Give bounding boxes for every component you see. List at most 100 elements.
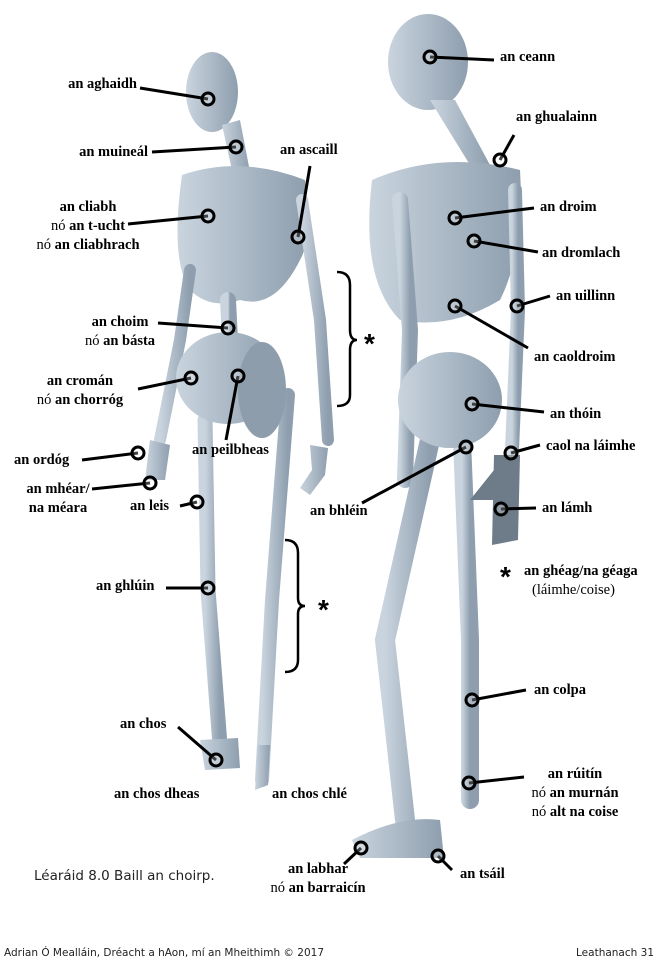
label-term: an tsáil: [460, 866, 505, 882]
label-term: an murnán: [549, 785, 619, 801]
label-line: an lámh: [542, 499, 592, 518]
label-term: an mhéar/: [26, 481, 90, 497]
label-term: an choim: [91, 314, 149, 330]
label-term: na méara: [28, 500, 88, 516]
marker-circle-icon: [228, 139, 244, 155]
label-tsail: an tsáil: [460, 865, 505, 884]
label-prefix: nó: [270, 880, 289, 896]
leader-line: [139, 86, 209, 101]
marker-circle-icon: [461, 775, 477, 791]
marker-circle-icon: [353, 840, 369, 856]
label-caol-laimhe: caol na láimhe: [546, 437, 635, 456]
leader-line: [361, 445, 467, 505]
marker-circle-icon: [447, 298, 463, 314]
label-prefix: nó: [50, 218, 70, 234]
marker-circle-icon: [430, 848, 446, 864]
label-term: an thóin: [550, 406, 602, 422]
label-term: an droim: [540, 199, 597, 215]
label-term: an uillinn: [556, 288, 616, 304]
marker-circle-icon: [509, 298, 525, 314]
marker-circle-icon: [447, 210, 463, 226]
leader-line: [454, 206, 535, 220]
marker-circle-icon: [492, 152, 508, 168]
marker-circle-icon: [458, 439, 474, 455]
marker-circle-icon: [290, 229, 306, 245]
leader-line: [151, 145, 237, 154]
label-term: an t-ucht: [69, 218, 126, 234]
label-term: an chos: [120, 716, 167, 732]
label-line: an cromán: [37, 372, 123, 391]
footer-page-number: Leathanach 31: [576, 947, 654, 959]
footer-author: Adrian Ó Mealláin, Dréacht a hAon, mí an…: [4, 947, 324, 959]
label-uillinn: an uillinn: [556, 287, 615, 306]
label-term: an leis: [130, 498, 170, 514]
label-prefix: nó: [36, 237, 55, 253]
label-ascaill: an ascaill: [280, 141, 338, 160]
marker-circle-icon: [208, 752, 224, 768]
label-line: an muineál: [79, 143, 148, 162]
marker-circle-icon: [220, 320, 236, 336]
leader-line: [342, 846, 363, 866]
label-line: an caoldroim: [534, 348, 616, 367]
leader-line: [454, 304, 529, 350]
label-droim: an droim: [540, 198, 597, 217]
asterisk-leg: *: [318, 594, 329, 625]
marker-circle-icon: [200, 91, 216, 107]
asterisk-arm: *: [364, 328, 375, 359]
label-prefix: nó: [531, 804, 550, 820]
label-term: an chos chlé: [272, 786, 347, 802]
label-line: an ordóg: [14, 451, 69, 470]
label-term: an ghlúin: [96, 578, 155, 594]
label-line: an tsáil: [460, 865, 505, 884]
label-term: an cliabh: [59, 199, 117, 215]
label-ceann: an ceann: [500, 48, 555, 67]
label-line: nó an barraicín: [270, 879, 365, 898]
label-line: nó an t-ucht: [36, 217, 139, 236]
legend-sub: (láimhe/coise): [532, 582, 615, 598]
marker-circle-icon: [130, 445, 146, 461]
label-line: an colpa: [534, 681, 586, 700]
leader-line: [224, 375, 240, 441]
figure-caption: Léaráid 8.0 Baill an choirp.: [34, 868, 215, 884]
label-line: an peilbheas: [192, 441, 269, 460]
label-line: an ghlúin: [96, 577, 154, 596]
label-croman: an cromán nó an chorróg: [37, 372, 123, 410]
label-line: an ghualainn: [516, 108, 597, 127]
legend-term-text: an ghéag/na géaga: [524, 563, 638, 579]
label-term: an barraicín: [288, 880, 366, 896]
label-line: an ceann: [500, 48, 555, 67]
brackets: [284, 270, 358, 674]
label-term: an cromán: [46, 373, 114, 389]
label-line: nó alt na coise: [531, 803, 619, 822]
label-line: an rúitín: [531, 765, 618, 784]
leader-line: [91, 481, 151, 491]
label-line: nó an cliabhrach: [36, 236, 139, 255]
label-bhlein: an bhléin: [310, 502, 368, 521]
label-line: an droim: [540, 198, 597, 217]
label-line: an thóin: [550, 405, 601, 424]
label-caoldroim: an caoldroim: [534, 348, 616, 367]
leader-line: [468, 775, 525, 785]
label-term: an caoldroim: [534, 349, 616, 365]
label-term: an ghualainn: [516, 109, 598, 125]
marker-circle-icon: [503, 445, 519, 461]
label-line: an ascaill: [280, 141, 338, 160]
label-term: an muineál: [79, 144, 148, 160]
marker-circle-icon: [466, 233, 482, 249]
label-peilbheas: an peilbheas: [192, 441, 269, 460]
legend-term: an ghéag/na géaga: [524, 562, 638, 581]
label-line: an uillinn: [556, 287, 615, 306]
label-prefix: nó: [531, 785, 550, 801]
label-leis: an leis: [130, 497, 169, 516]
label-line: nó an chorróg: [37, 391, 123, 410]
marker-circle-icon: [200, 580, 216, 596]
leader-line: [157, 321, 229, 330]
leader-line: [429, 55, 495, 62]
label-term: an ordóg: [14, 452, 70, 468]
label-lamh: an lámh: [542, 499, 592, 518]
